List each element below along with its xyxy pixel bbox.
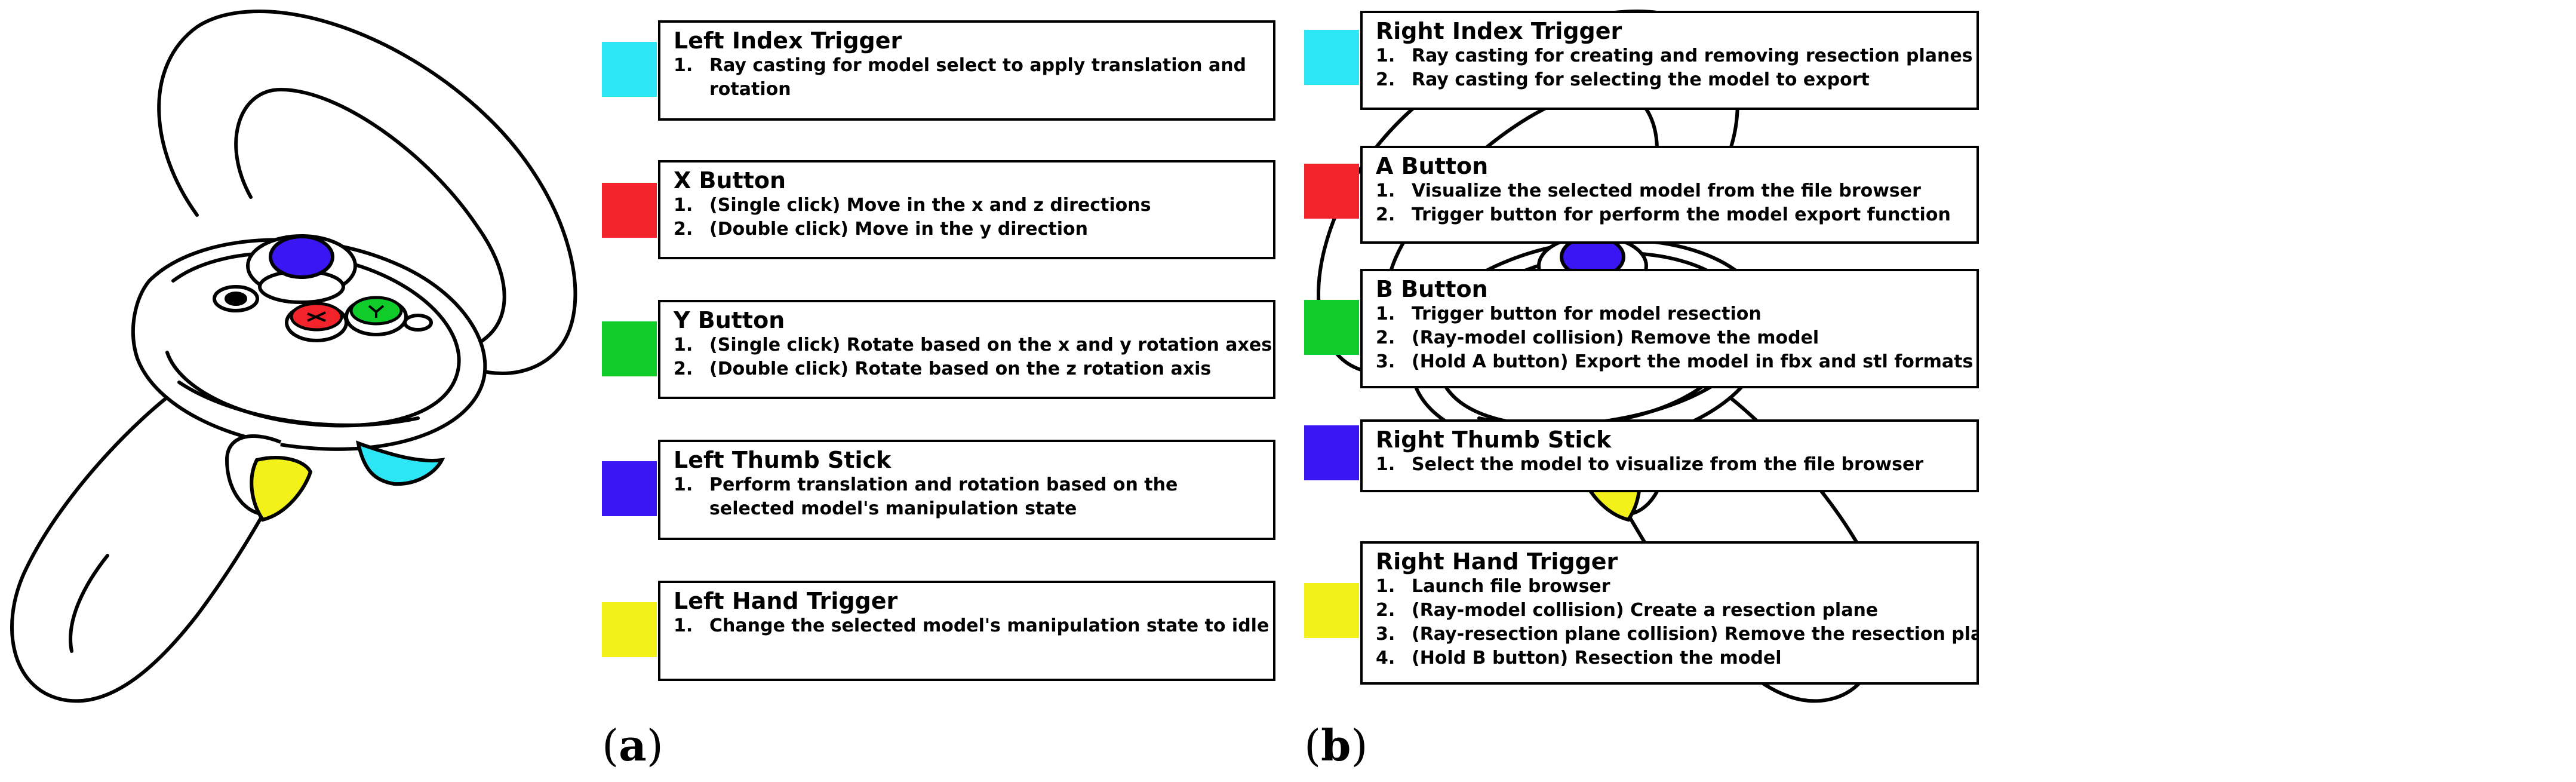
panel-b: Right Index Trigger 1.Ray casting for cr… [1288, 0, 2576, 782]
left-thumb-stick-swatch [602, 461, 657, 516]
panel-b-caption: (b) [1304, 720, 1368, 771]
list-item: 1.Trigger button for model resection [1376, 303, 1762, 324]
b-button-swatch [1304, 300, 1359, 355]
panel-a: Left Index Trigger 1.Ray casting for mod… [10, 10, 1275, 771]
list-item: 1.(Single click) Move in the x and z dir… [674, 195, 1151, 216]
list-item: 1.(Single click) Rotate based on the x a… [674, 335, 1272, 355]
panel-a-caption: (a) [602, 720, 663, 771]
y-button-title: Y Button [674, 307, 785, 333]
list-item: 2.(Double click) Move in the y direction [674, 219, 1089, 240]
b-button-box: B Button 1.Trigger button for model rese… [1360, 269, 1979, 388]
left-controller-illustration [10, 10, 577, 703]
right-index-trigger-title: Right Index Trigger [1376, 18, 1622, 44]
list-item: 3.(Ray-resection plane collision) Remove… [1376, 624, 1979, 645]
left-hand-trigger-swatch [602, 602, 657, 657]
right-hand-trigger-swatch [1304, 583, 1359, 638]
left-index-trigger-swatch [602, 42, 657, 97]
left-hand-trigger-title: Left Hand Trigger [674, 588, 898, 614]
list-item: 4.(Hold B button) Resection the model [1376, 648, 1782, 668]
x-button-swatch [602, 183, 657, 238]
right-thumb-stick-swatch [1304, 425, 1359, 480]
x-button-title: X Button [674, 167, 786, 194]
left-index-trigger-box: Left Index Trigger 1.Ray casting for mod… [658, 20, 1275, 121]
y-button-swatch [602, 321, 657, 376]
list-item: 1.Launch file browser [1376, 576, 1610, 597]
right-index-trigger-box: Right Index Trigger 1.Ray casting for cr… [1360, 11, 1979, 110]
left-thumb-stick-box: Left Thumb Stick 1.Perform translation a… [658, 440, 1275, 540]
list-item: 1.Ray casting for model select to apply … [674, 55, 1247, 100]
left-hand-trigger-icon [250, 456, 313, 522]
list-item: 2.Ray casting for selecting the model to… [1376, 69, 1870, 90]
left-thumbstick-icon [269, 235, 334, 279]
right-index-trigger-swatch [1304, 30, 1359, 85]
y-button-box: Y Button 1.(Single click) Rotate based o… [658, 300, 1275, 399]
left-index-trigger-icon [355, 440, 445, 486]
a-button-swatch [1304, 164, 1359, 219]
right-hand-trigger-box: Right Hand Trigger 1.Launch file browser… [1360, 541, 1979, 685]
left-index-trigger-title: Left Index Trigger [674, 27, 902, 54]
a-button-box: A Button 1.Visualize the selected model … [1360, 146, 1979, 244]
list-item: 2.(Ray-model collision) Create a resecti… [1376, 600, 1879, 621]
left-hand-trigger-box: Left Hand Trigger 1.Change the selected … [658, 581, 1275, 681]
b-button-title: B Button [1376, 276, 1488, 302]
list-item: 1.Ray casting for creating and removing … [1376, 45, 1973, 66]
right-thumb-stick-box: Right Thumb Stick 1.Select the model to … [1360, 419, 1979, 492]
a-button-title: A Button [1376, 153, 1489, 179]
right-hand-trigger-title: Right Hand Trigger [1376, 548, 1618, 575]
list-item: 1.Change the selected model's manipulati… [674, 615, 1269, 636]
list-item: 2.Trigger button for perform the model e… [1376, 204, 1951, 225]
x-button-box: X Button 1.(Single click) Move in the x … [658, 160, 1275, 259]
right-thumb-stick-title: Right Thumb Stick [1376, 427, 1612, 453]
list-item: 2.(Ray-model collision) Remove the model [1376, 327, 1819, 348]
list-item: 1.Select the model to visualize from the… [1376, 454, 1924, 475]
left-thumb-stick-title: Left Thumb Stick [674, 447, 892, 473]
list-item: 1.Visualize the selected model from the … [1376, 180, 1921, 201]
list-item: 1.Perform translation and rotation based… [674, 474, 1178, 519]
list-item: 2.(Double click) Rotate based on the z r… [674, 358, 1212, 379]
list-item: 3.(Hold A button) Export the model in fb… [1376, 351, 1974, 372]
